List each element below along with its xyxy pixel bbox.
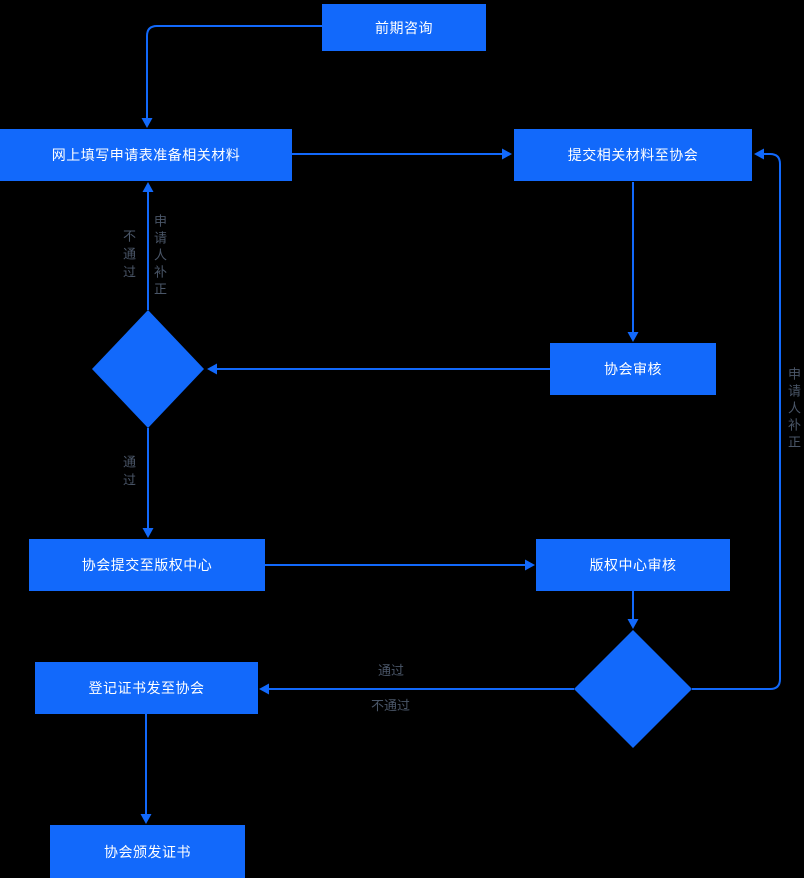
edge-label-applicant-correction-left: 申请人补正 <box>152 214 167 299</box>
connector-submit-to-association-review <box>627 182 639 342</box>
edge-label-pass-left: 通过 <box>121 455 136 491</box>
connector-decision2-to-submit-materials <box>692 148 781 690</box>
connector-association-review-to-decision1 <box>207 363 550 375</box>
node-center-review: 版权中心审核 <box>536 539 730 591</box>
decision-center-review-result <box>574 630 692 748</box>
edge-label-pass-mid: 通过 <box>378 663 405 678</box>
node-consult: 前期咨询 <box>322 4 486 51</box>
node-cert-to-association: 登记证书发至协会 <box>35 662 258 714</box>
node-submit-materials: 提交相关材料至协会 <box>514 129 752 181</box>
connector-consult-to-fill-form <box>141 25 322 128</box>
node-fill-form: 网上填写申请表准备相关材料 <box>0 129 292 181</box>
connector-decision1-to-submit-center <box>142 428 154 538</box>
node-association-review: 协会审核 <box>550 343 716 395</box>
connector-cert-to-issue <box>140 714 152 824</box>
connector-decision2-to-cert <box>259 683 574 695</box>
connector-fill-form-to-submit <box>292 148 512 160</box>
edge-label-fail-left: 不通过 <box>121 229 136 283</box>
connector-decision1-to-fill-form <box>142 182 154 310</box>
connector-center-review-to-decision2 <box>627 591 639 629</box>
edge-label-fail-mid: 不通过 <box>371 698 411 713</box>
connector-submit-center-to-center-review <box>265 559 535 571</box>
edge-label-applicant-correction-right: 申请人补正 <box>786 367 801 452</box>
node-issue-cert: 协会颁发证书 <box>50 825 245 878</box>
node-submit-to-center: 协会提交至版权中心 <box>29 539 265 591</box>
decision-association-review-result <box>92 310 204 428</box>
